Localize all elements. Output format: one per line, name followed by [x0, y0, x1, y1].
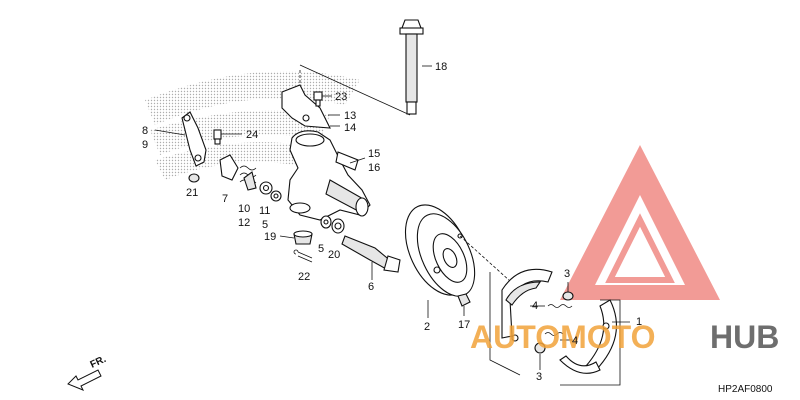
- callout-24: 24: [246, 129, 258, 141]
- part-8-arm: [154, 111, 207, 167]
- callout-16: 16: [368, 162, 380, 174]
- callout-4a: 4: [532, 300, 538, 312]
- part-5-washer-upper: [270, 190, 282, 202]
- callout-6: 6: [368, 281, 374, 293]
- part-18-bolt: [399, 19, 432, 115]
- callout-8: 8: [142, 125, 148, 137]
- front-direction-label: FR.: [89, 354, 108, 371]
- part-17-bolt: [457, 293, 471, 316]
- front-direction-arrow-icon: FR.: [67, 354, 108, 391]
- callout-7: 7: [222, 193, 228, 205]
- part-6-camshaft: [341, 235, 401, 280]
- callout-20: 20: [328, 249, 340, 261]
- callout-14: 14: [344, 122, 356, 134]
- callout-5a: 5: [262, 219, 268, 231]
- part-2-brake-panel: [404, 204, 521, 318]
- callout-21: 21: [186, 187, 198, 199]
- callout-labels: 1 2 3 3 4 4 5 5 6 7 8 9 10 11 12 13 14 1…: [142, 61, 642, 383]
- brake-shoe-group: [489, 268, 630, 386]
- callout-2: 2: [424, 321, 430, 333]
- part-5-washer-lower: [320, 215, 332, 229]
- part-23-bolt: [313, 91, 332, 107]
- watermark-text: AUTOMOTO HUB: [470, 319, 779, 355]
- diagram-code: HP2AF0800: [718, 384, 773, 395]
- callout-3a: 3: [564, 268, 570, 280]
- part-7-plate: [219, 154, 239, 181]
- callout-12: 12: [238, 217, 250, 229]
- part-10-spring: [239, 165, 257, 191]
- part-24-bolt: [213, 129, 242, 145]
- callout-9: 9: [142, 139, 148, 151]
- callout-3b: 3: [536, 371, 542, 383]
- callout-5b: 5: [318, 243, 324, 255]
- callout-4b: 4: [572, 335, 578, 347]
- part-21-nut: [188, 173, 200, 183]
- callout-11: 11: [259, 205, 270, 217]
- callout-23: 23: [335, 91, 347, 103]
- callout-17: 17: [458, 319, 470, 331]
- part-19-nut: [279, 230, 313, 245]
- watermark-part1: AUTOMOTO: [470, 319, 655, 355]
- callout-1: 1: [636, 316, 642, 328]
- part-22-pin: [293, 249, 313, 263]
- part-20-spacer: [331, 218, 345, 234]
- part-15-knuckle: [287, 130, 371, 221]
- callout-15: 15: [368, 148, 380, 160]
- callout-22: 22: [298, 271, 310, 283]
- watermark-logo-icon: [560, 145, 720, 300]
- part-11-washer: [259, 181, 273, 195]
- callout-13: 13: [344, 110, 356, 122]
- part-13-bracket: [281, 64, 411, 129]
- watermark-part2: HUB: [710, 319, 779, 355]
- callout-10: 10: [238, 203, 250, 215]
- callout-19: 19: [264, 231, 276, 243]
- callout-18: 18: [435, 61, 447, 73]
